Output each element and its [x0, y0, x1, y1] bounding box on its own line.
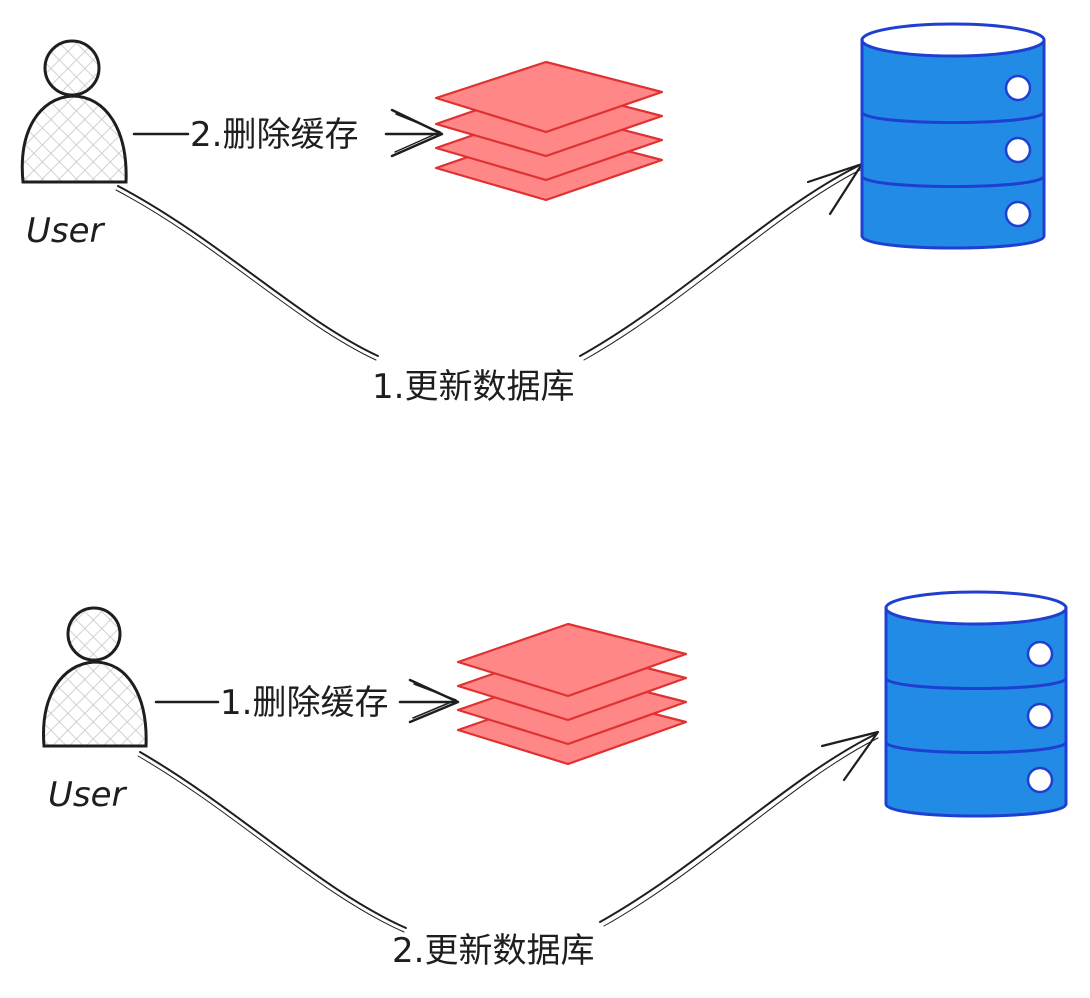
user-label: User [26, 211, 106, 251]
user-icon [42, 606, 148, 748]
diagram-2: User 1.删除缓存 2.更新数据库 [42, 590, 1068, 971]
diagram-1: User 2.删除缓存 1.更新数据库 [20, 22, 1046, 407]
db-step-label: 1.更新数据库 [372, 367, 574, 407]
user-label: User [48, 775, 128, 815]
db-arrow [137, 730, 880, 933]
cache-step-label: 1.删除缓存 [220, 683, 388, 723]
database-icon [884, 590, 1068, 818]
cache-stack-icon [456, 622, 688, 766]
db-step-label: 2.更新数据库 [392, 931, 594, 971]
db-arrow [115, 162, 864, 361]
cache-arrow [154, 678, 460, 724]
database-icon [860, 22, 1046, 250]
cache-stack-icon [434, 60, 664, 202]
cache-arrow [132, 108, 444, 158]
cache-step-label: 2.删除缓存 [190, 115, 358, 155]
user-icon [20, 39, 128, 184]
